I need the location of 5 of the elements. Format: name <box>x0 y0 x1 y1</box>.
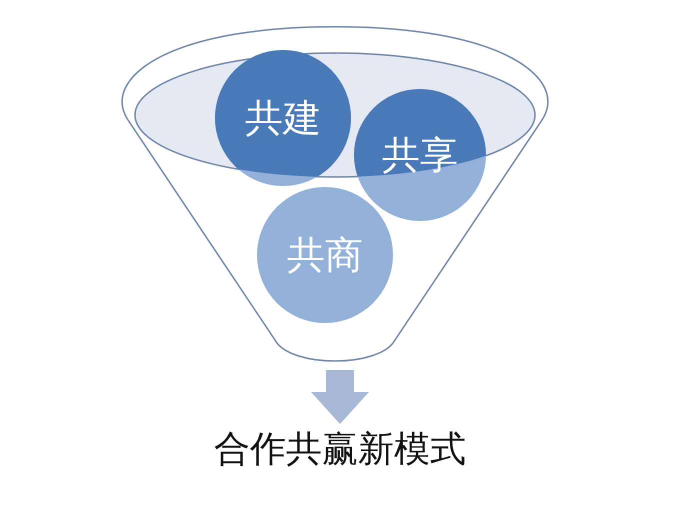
arrow <box>311 370 369 424</box>
result-text: 合作共赢新模式 <box>190 425 490 474</box>
circle-label: 共建 <box>215 50 351 186</box>
circle-label: 共享 <box>354 89 486 221</box>
circle-label: 共商 <box>257 187 393 323</box>
